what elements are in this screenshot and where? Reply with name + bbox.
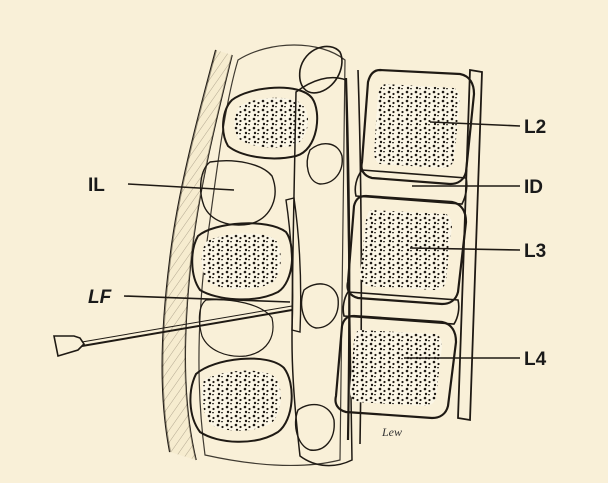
vertebral-body-l3-core	[360, 210, 452, 290]
label-id: ID	[524, 177, 543, 198]
artist-signature: Lew	[381, 425, 402, 439]
label-lf: LF	[88, 287, 113, 308]
vertebral-body-l4-core	[350, 330, 442, 406]
label-il: IL	[88, 175, 105, 196]
label-l3: L3	[524, 241, 546, 262]
lamina-upper-core	[234, 98, 308, 148]
label-l2: L2	[524, 117, 546, 138]
label-l4: L4	[524, 349, 547, 370]
lamina-lower-core	[202, 371, 281, 431]
vertebral-body-l2-core	[374, 84, 460, 168]
lamina-middle-core	[202, 233, 281, 289]
